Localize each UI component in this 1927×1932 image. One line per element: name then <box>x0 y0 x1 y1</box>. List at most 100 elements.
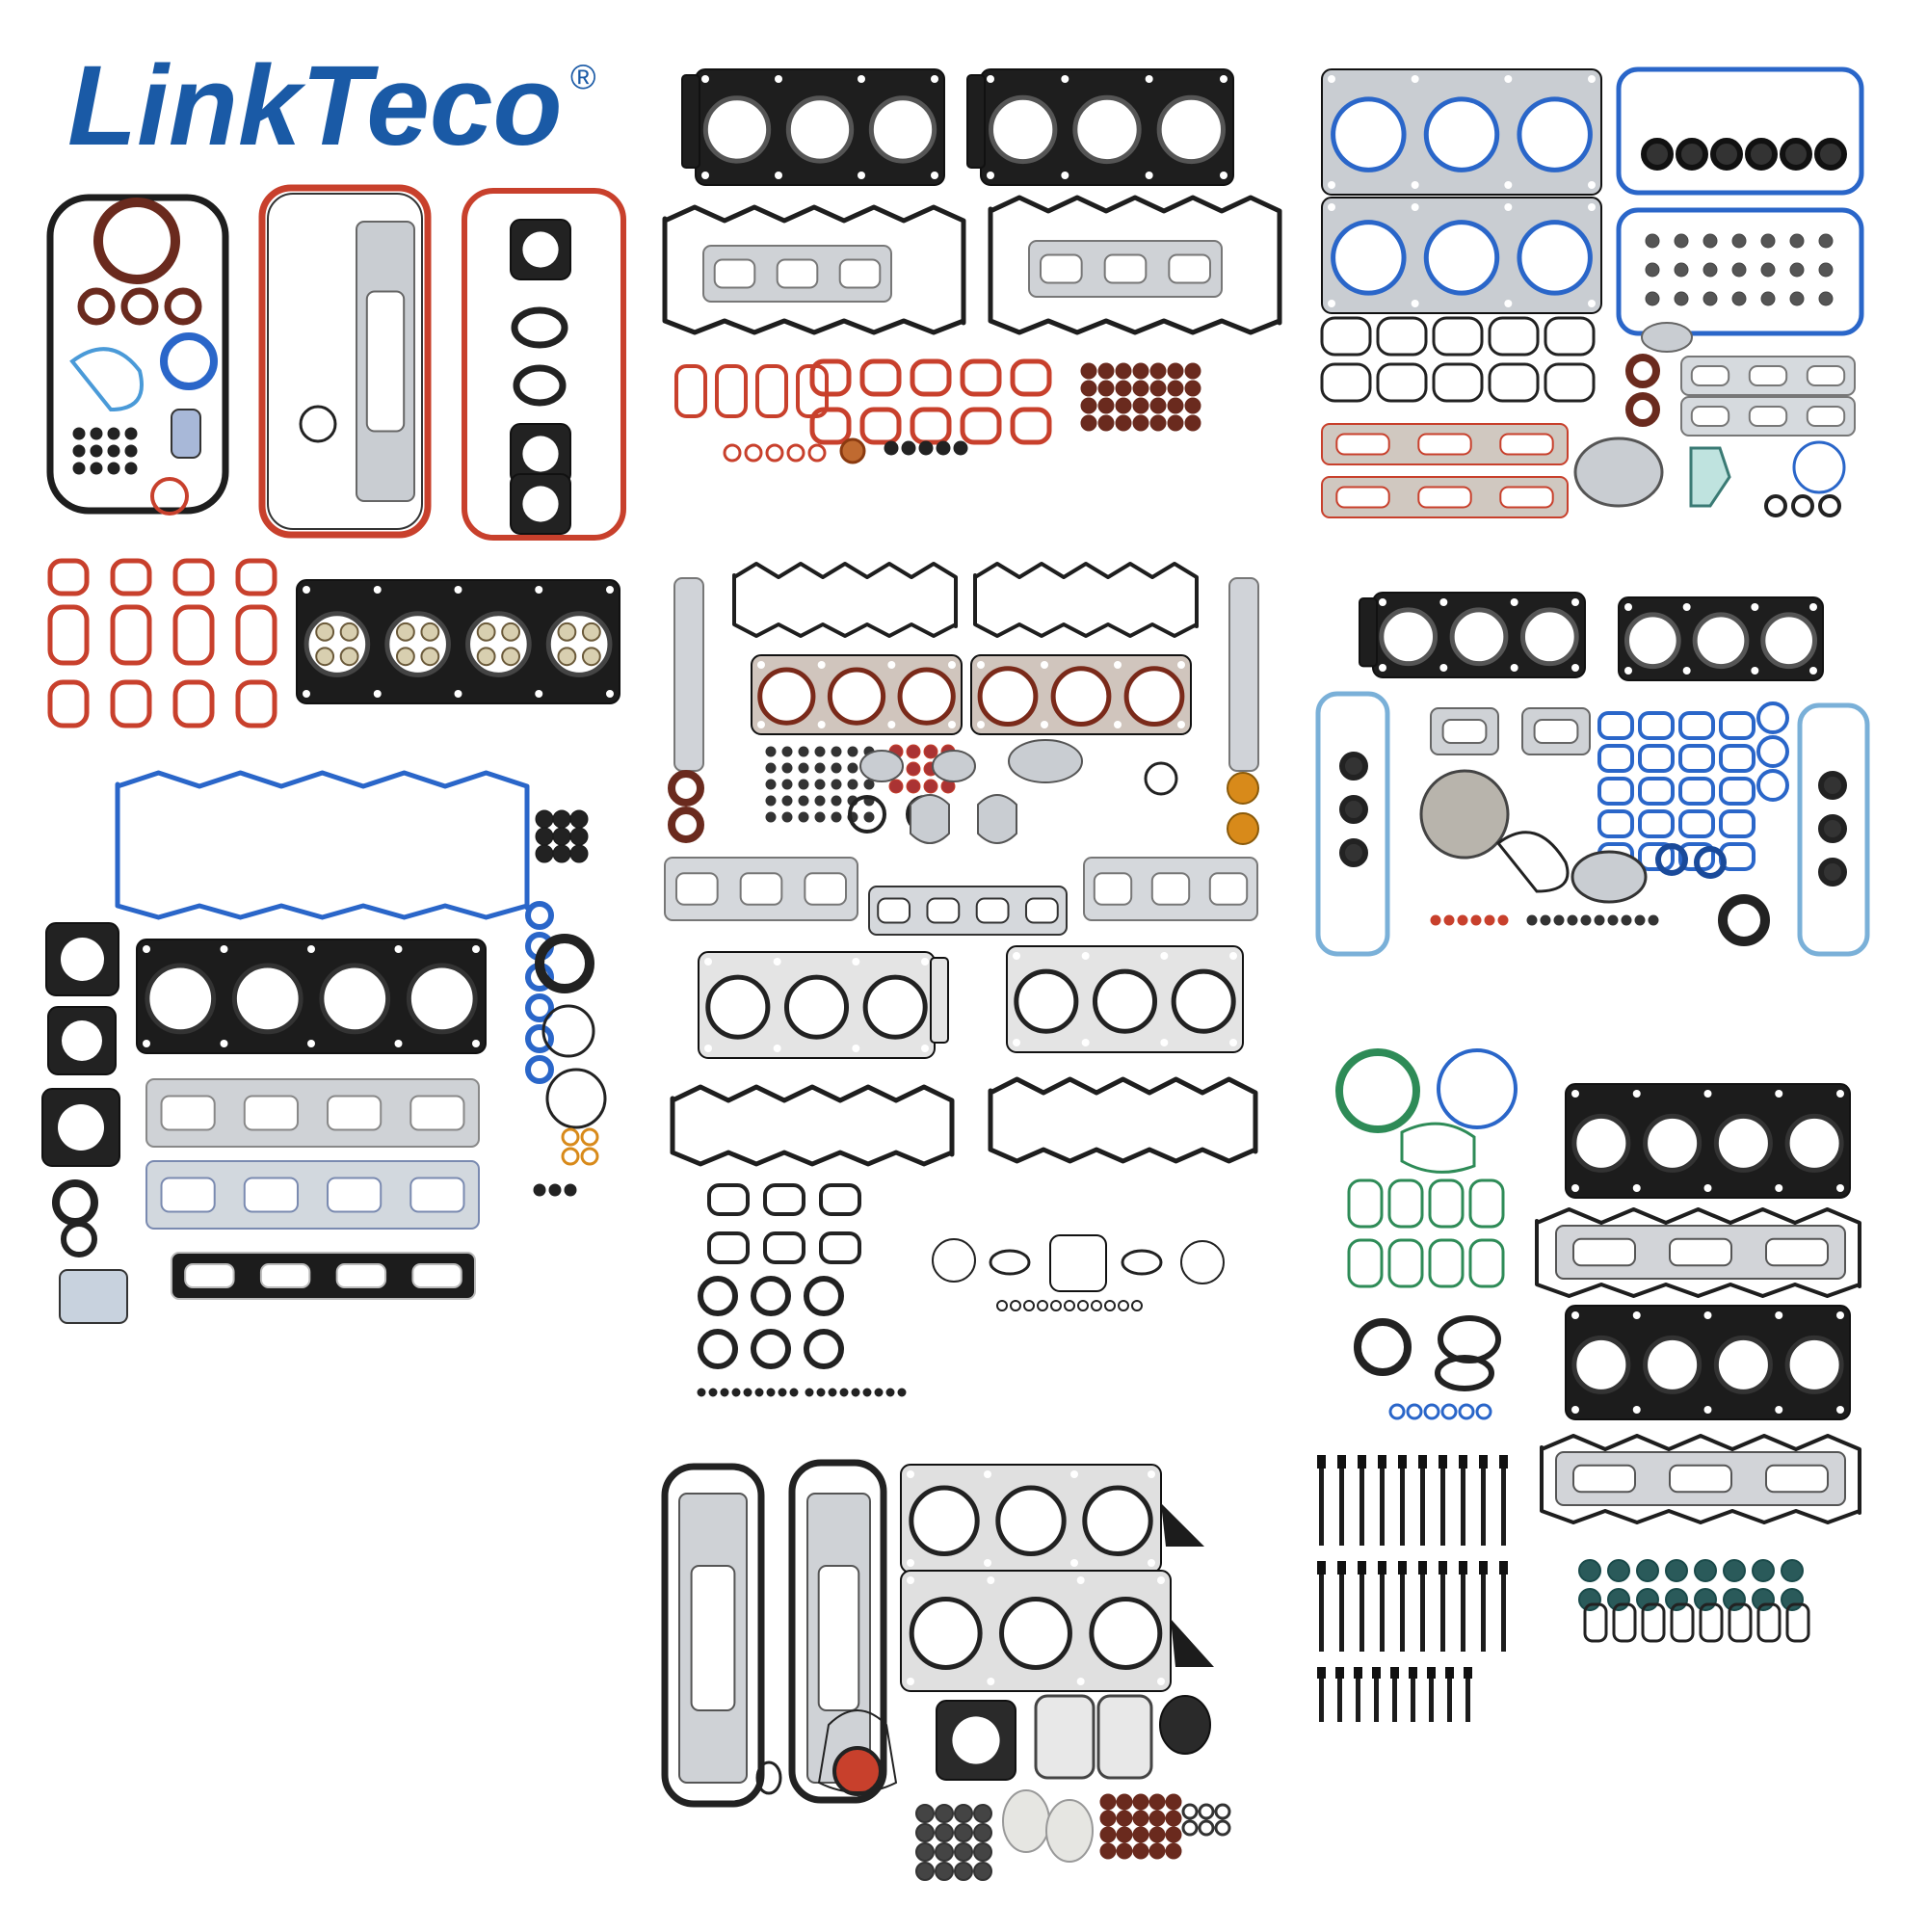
manifold-port <box>365 290 406 433</box>
o-ring <box>831 746 842 757</box>
cylinder-bore <box>702 95 772 164</box>
bolt-hole <box>817 721 826 728</box>
o-ring <box>1703 262 1718 278</box>
o-ring <box>668 770 704 807</box>
bolt-hole <box>757 721 765 728</box>
bolt-hole <box>606 690 614 698</box>
o-ring <box>1116 1810 1133 1827</box>
timing-cover-inner <box>267 193 423 530</box>
manifold-port <box>1533 719 1579 744</box>
o-ring <box>1115 380 1132 397</box>
intake-port-gasket <box>1678 744 1715 773</box>
bolt-hole <box>907 1678 914 1685</box>
head-bolt-shank <box>1400 1575 1405 1652</box>
cylinder-bore <box>1643 1113 1703 1173</box>
o-ring <box>1097 414 1115 432</box>
intake-port-gaskets <box>47 679 277 728</box>
bolt-hole <box>1775 1406 1783 1414</box>
cylinder-bore <box>231 963 304 1035</box>
bolt-hole <box>887 721 896 728</box>
gasket-tab <box>930 957 949 1044</box>
bolt-hole <box>773 1045 781 1052</box>
head-bolt-shank <box>1319 1469 1324 1546</box>
intake-port-gasket <box>1428 1238 1465 1288</box>
bolt-hole <box>1041 721 1048 728</box>
o-ring <box>1567 914 1578 926</box>
manifold-gasket <box>1680 396 1856 437</box>
head-bolt-head <box>1445 1667 1454 1679</box>
o-ring <box>1149 414 1167 432</box>
intake-port-gasket <box>1785 1602 1810 1643</box>
cylinder-bore <box>783 974 850 1040</box>
head-gasket <box>296 579 620 704</box>
water-pump-gasket <box>1400 1122 1476 1174</box>
o-ring <box>1764 494 1787 517</box>
intake-port-gasket <box>1597 777 1634 806</box>
manifold-port <box>160 1095 216 1131</box>
cylinder-bore <box>1014 968 1079 1034</box>
o-ring <box>1132 362 1149 380</box>
large-o-ring <box>1437 1048 1518 1129</box>
bolt-hole <box>948 721 956 728</box>
o-ring <box>1167 380 1184 397</box>
o-ring <box>1132 414 1149 432</box>
valve-cover-gasket <box>670 1084 955 1167</box>
manifold-port <box>838 258 882 289</box>
manifold-port <box>1335 433 1390 456</box>
timing-cover-gasket <box>817 1709 898 1793</box>
o-ring <box>1760 291 1776 306</box>
o-ring <box>814 746 826 757</box>
o-ring <box>888 779 904 794</box>
manifold-port <box>675 872 719 906</box>
o-ring <box>1167 397 1184 414</box>
bolt-hole <box>1632 1406 1641 1414</box>
o-ring <box>765 779 777 790</box>
o-ring <box>1457 914 1468 926</box>
cylinder-bore <box>304 611 371 677</box>
o-ring <box>848 795 886 834</box>
head-gasket <box>970 654 1192 735</box>
intake-port-gasket <box>1544 316 1596 357</box>
manifold-gasket <box>678 1493 748 1784</box>
head-bolt-shank <box>1356 1679 1360 1722</box>
o-ring <box>781 746 793 757</box>
head-bolt-head <box>1439 1561 1447 1575</box>
bolt-hole <box>1571 1090 1579 1098</box>
intake-port-gasket <box>110 558 152 596</box>
intake-port-gasket <box>859 358 902 397</box>
intake-port-gasket <box>960 358 1002 397</box>
intake-port-gasket <box>1488 362 1540 403</box>
kit-1-4cyl-full-set <box>46 184 626 728</box>
intake-port-gasket <box>1678 711 1715 740</box>
o-ring <box>1115 414 1132 432</box>
bolt-hole <box>1076 1576 1085 1584</box>
bolt-hole <box>1439 598 1448 606</box>
o-ring <box>804 1276 844 1316</box>
egr-gasket <box>1438 1315 1501 1363</box>
bolt-hole <box>1836 1311 1844 1319</box>
manifold-port <box>243 1095 299 1131</box>
cylinder-bore <box>999 1597 1072 1670</box>
manifold-port <box>690 1565 736 1711</box>
o-ring <box>954 1862 973 1881</box>
cylinder-bore <box>1379 607 1439 667</box>
o-ring <box>1010 1300 1021 1311</box>
bolt-hole <box>1632 1311 1641 1319</box>
o-ring <box>552 809 571 829</box>
manifold-plate <box>145 1078 480 1148</box>
o-ring <box>1165 1793 1182 1811</box>
o-ring <box>1080 414 1097 432</box>
o-ring <box>668 807 704 843</box>
bolt-hole <box>535 586 543 594</box>
o-ring <box>552 844 571 863</box>
o-ring <box>765 795 777 807</box>
head-bolt-shank <box>1481 1469 1486 1546</box>
valve-cover-gasket <box>988 1076 1258 1164</box>
cylinder-bore <box>897 667 956 726</box>
bolt-hole <box>1624 667 1632 675</box>
bolt-hole <box>1571 1406 1579 1414</box>
bolt-hole <box>1504 300 1513 307</box>
head-bolt-shank <box>1359 1575 1364 1652</box>
o-ring <box>1752 1559 1775 1582</box>
